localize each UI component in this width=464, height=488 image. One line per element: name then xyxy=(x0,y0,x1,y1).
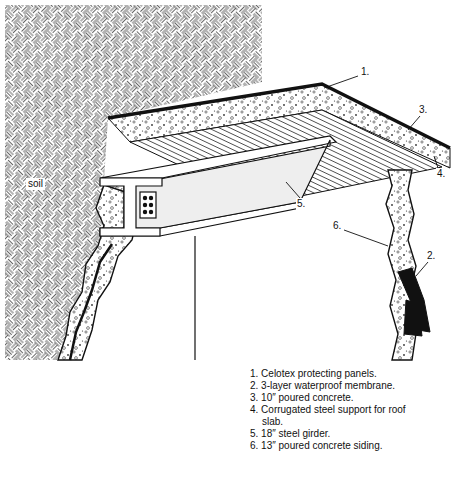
soil-label: soil xyxy=(26,178,45,190)
key-item: 5. 18″ steel girder. xyxy=(250,428,330,440)
key-item: 6. 13″ poured concrete siding. xyxy=(250,440,383,452)
callout-number: 1. xyxy=(360,66,370,78)
callout-number: 5. xyxy=(296,198,306,210)
left-membrane xyxy=(70,244,112,360)
callout-number: 3. xyxy=(418,104,428,116)
key-item: 2. 3-layer waterproof membrane. xyxy=(250,380,395,392)
steel-girder xyxy=(100,136,336,236)
key-item: 4. Corrugated steel support for roof sla… xyxy=(250,404,420,428)
key-item: 1. Celotex protecting panels. xyxy=(250,368,377,380)
callout-number: 6. xyxy=(332,220,342,232)
waterproof-membrane xyxy=(398,268,430,336)
callout-number: 4. xyxy=(436,168,446,180)
leader-lines xyxy=(286,76,438,276)
key-item: 3. 10″ poured concrete. xyxy=(250,392,354,404)
support-post xyxy=(194,236,195,360)
callout-number: 2. xyxy=(426,250,436,262)
